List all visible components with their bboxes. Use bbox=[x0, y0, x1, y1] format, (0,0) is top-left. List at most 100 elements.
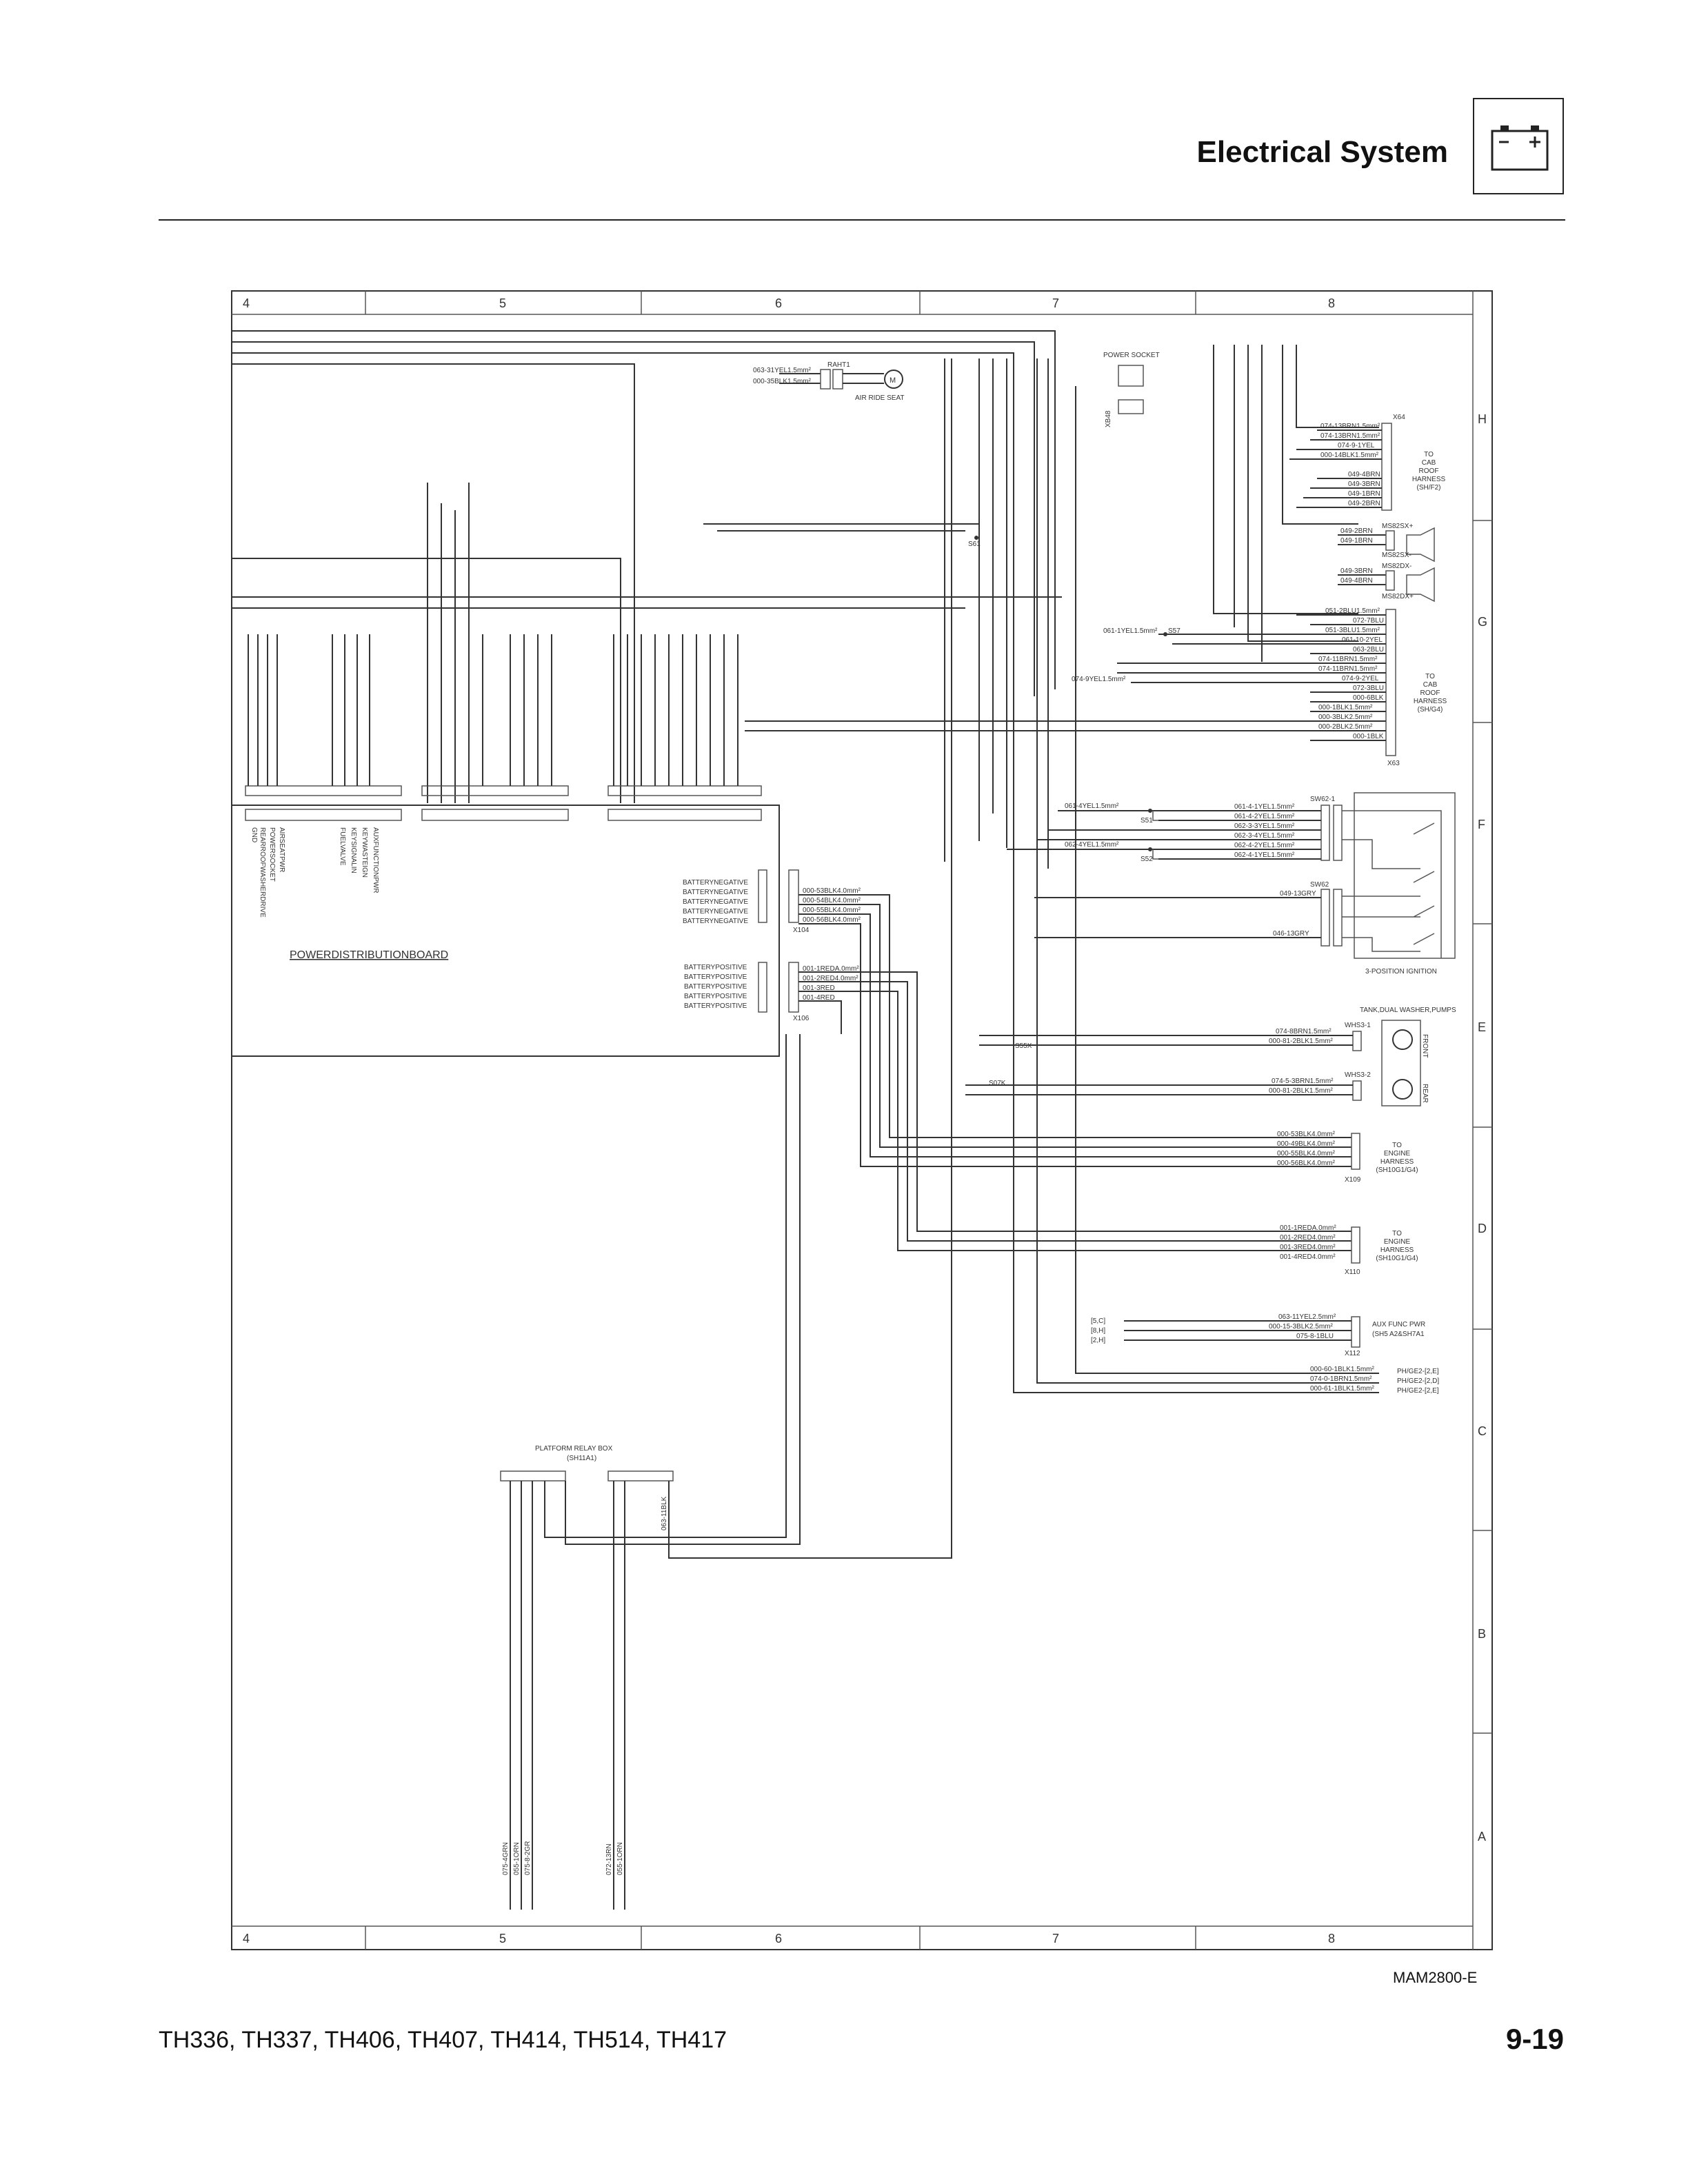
wire-label: 061-4-2YEL1.5mm² bbox=[1234, 813, 1295, 820]
pin-label: AUXFUNCTIONPWR bbox=[372, 827, 379, 893]
target-label: TO bbox=[1392, 1142, 1402, 1149]
connector-ref: X106 bbox=[793, 1015, 810, 1022]
connector-ref: SW62 bbox=[1310, 881, 1329, 889]
footer-models: TH336, TH337, TH406, TH407, TH414, TH514… bbox=[159, 2027, 727, 2053]
component-label: PLATFORM RELAY BOX bbox=[535, 1445, 613, 1453]
wire-label: 074-9-2YEL bbox=[1342, 675, 1379, 682]
connector-ref: WHS3-1 bbox=[1345, 1022, 1371, 1029]
component-label: TANK,DUAL WASHER,PUMPS bbox=[1360, 1007, 1456, 1014]
wire-label: 061-1YEL1.5mm² bbox=[1103, 627, 1158, 635]
page-number: 9-19 bbox=[1505, 2023, 1564, 2055]
wire-label: 049-2BRN bbox=[1340, 527, 1373, 535]
row-label: G bbox=[1478, 615, 1487, 629]
target-label: HARNESS bbox=[1380, 1246, 1414, 1254]
target-label: TO bbox=[1424, 451, 1434, 458]
wire-label: 074-11BRN1.5mm² bbox=[1318, 665, 1378, 673]
wire-label: 075-8-2GR bbox=[524, 1841, 532, 1875]
wire-label: 049-4BRN bbox=[1340, 577, 1373, 585]
connector-ref: SW62-1 bbox=[1310, 796, 1336, 803]
wire-label: 001-4RED bbox=[803, 994, 835, 1002]
washer-pumps: TANK,DUAL WASHER,PUMPS WHS3-1 WHS3-2 FRO… bbox=[965, 1007, 1456, 1106]
diagram-frame bbox=[231, 290, 1493, 1950]
target-label: ROOF bbox=[1420, 689, 1440, 697]
wire-label: 072-13RN bbox=[605, 1843, 613, 1875]
wire-label: 063-31YEL1.5mm² bbox=[753, 367, 812, 374]
target-label: ROOF bbox=[1419, 467, 1439, 475]
wire-label: 001-2RED4.0mm² bbox=[803, 975, 858, 982]
wire-label: 000-35BLK1.5mm² bbox=[753, 378, 812, 385]
connector-ref: X64 bbox=[1393, 414, 1405, 421]
pin-label: REARROOFWASHERDRIVE bbox=[259, 827, 266, 918]
target-label: TO bbox=[1392, 1230, 1402, 1237]
wire-label: 000-55BLK4.0mm² bbox=[803, 907, 861, 914]
row-label: E bbox=[1478, 1020, 1486, 1034]
connector-ref: RAHT1 bbox=[827, 361, 850, 369]
pin-label: BATTERYPOSITIVE bbox=[684, 993, 747, 1000]
connector-x109: X109 000-53BLK4.0mm² 000-49BLK4.0mm² 000… bbox=[1277, 1131, 1418, 1184]
wire-label: 000-14BLK1.5mm² bbox=[1320, 452, 1379, 459]
target-label: ENGINE bbox=[1384, 1150, 1411, 1157]
connector-ref: X110 bbox=[1345, 1268, 1360, 1276]
connector-ref: X112 bbox=[1345, 1350, 1360, 1357]
row-label: A bbox=[1478, 1830, 1486, 1843]
air-ride-seat: M 063-31YEL1.5mm² 000-35BLK1.5mm² RAHT1 … bbox=[753, 361, 905, 402]
wire-label: 000-1BLK bbox=[1353, 733, 1384, 740]
wire-label: 000-54BLK4.0mm² bbox=[803, 897, 861, 904]
wire-label: 055-1ORN bbox=[616, 1842, 624, 1875]
platform-relay-box: PLATFORM RELAY BOX (SH11A1) 075-4GRN 055… bbox=[500, 358, 952, 1910]
connector-ref: X109 bbox=[1345, 1176, 1361, 1184]
ph-ge2-wires: 000-60-1BLK1.5mm² 074-0-1BRN1.5mm² 000-6… bbox=[1013, 731, 1439, 1395]
ref-label: [5,C] bbox=[1091, 1317, 1105, 1325]
wire-label: 000-53BLK4.0mm² bbox=[1277, 1131, 1336, 1138]
speaker-ref: MS82SX+ bbox=[1382, 523, 1413, 530]
component-label: POWER SOCKET bbox=[1103, 352, 1160, 359]
power-distribution-board: GND REARROOFWASHERDRIVE POWERSOCKET AIRS… bbox=[232, 634, 780, 1057]
wire-label: 072-3BLU bbox=[1353, 685, 1384, 692]
wire-label: 000-56BLK4.0mm² bbox=[803, 916, 861, 924]
motor-icon bbox=[1392, 1079, 1413, 1100]
wire-label: 000-61-1BLK1.5mm² bbox=[1310, 1385, 1374, 1393]
component-label: 3-POSITION IGNITION bbox=[1365, 968, 1437, 975]
ref-label: PH/GE2-[2,E] bbox=[1397, 1368, 1439, 1375]
battery-negative-connector: BATTERYNEGATIVE BATTERYNEGATIVE BATTERYN… bbox=[683, 869, 1352, 1167]
wire-label: 000-55BLK4.0mm² bbox=[1277, 1150, 1336, 1157]
wire-label: 000-1BLK1.5mm² bbox=[1318, 704, 1373, 711]
wire-label: 061-4YEL1.5mm² bbox=[1065, 802, 1119, 810]
wire-label: 062-4YEL1.5mm² bbox=[1065, 841, 1119, 849]
wire-label: 046-13GRY bbox=[1273, 930, 1309, 938]
wire-label: 062-4-1YEL1.5mm² bbox=[1234, 851, 1295, 859]
wire-label: 074-9YEL1.5mm² bbox=[1072, 676, 1126, 683]
wire-label: 049-3BRN bbox=[1348, 481, 1380, 488]
wire-label: 074-13BRN1.5mm² bbox=[1320, 423, 1380, 430]
row-label: D bbox=[1478, 1222, 1487, 1235]
wire-label: 000-6BLK bbox=[1353, 694, 1384, 702]
speakers: 049-2BRN 049-1BRN 049-3BRN 049-4BRN MS82… bbox=[1338, 523, 1435, 603]
pin-label: KEYWASTEIGN bbox=[361, 827, 368, 878]
target-label: (SH/G4) bbox=[1418, 706, 1443, 714]
speaker-ref: MS82DX+ bbox=[1382, 593, 1414, 600]
pin-label: BATTERYNEGATIVE bbox=[683, 918, 748, 925]
connector-ref: WHS3-2 bbox=[1345, 1071, 1371, 1079]
col-label: 7 bbox=[1052, 1932, 1059, 1945]
target-label: CAB bbox=[1423, 681, 1438, 689]
col-label: 7 bbox=[1052, 296, 1059, 310]
connector-ref: (SH11A1) bbox=[567, 1455, 596, 1462]
col-label: 6 bbox=[775, 1932, 782, 1945]
splice-label: S52 bbox=[1141, 856, 1153, 863]
pin-label: BATTERYNEGATIVE bbox=[683, 889, 748, 896]
splice-label: S61 bbox=[968, 540, 981, 548]
splice-label: S57 bbox=[1168, 627, 1180, 635]
row-label: H bbox=[1478, 412, 1487, 426]
target-label: ENGINE bbox=[1384, 1238, 1411, 1246]
wire-label: 074-13BRN1.5mm² bbox=[1320, 432, 1380, 440]
target-label: (SH5 A2&SH7A1 bbox=[1372, 1331, 1425, 1338]
wire-label: 075-4GRN bbox=[502, 1842, 510, 1875]
target-label: (SH10G1/G4) bbox=[1376, 1255, 1418, 1262]
target-label: (SH/F2) bbox=[1417, 484, 1441, 492]
wire-label: 074-5-3BRN1.5mm² bbox=[1272, 1078, 1334, 1085]
motor-label: M bbox=[890, 376, 896, 385]
wire-label: 063-11YEL2.5mm² bbox=[1278, 1313, 1336, 1321]
wire-label: 061-4-1YEL1.5mm² bbox=[1234, 803, 1295, 811]
wire-label: 074-11BRN1.5mm² bbox=[1318, 656, 1378, 663]
ref-label: [8,H] bbox=[1091, 1327, 1105, 1335]
